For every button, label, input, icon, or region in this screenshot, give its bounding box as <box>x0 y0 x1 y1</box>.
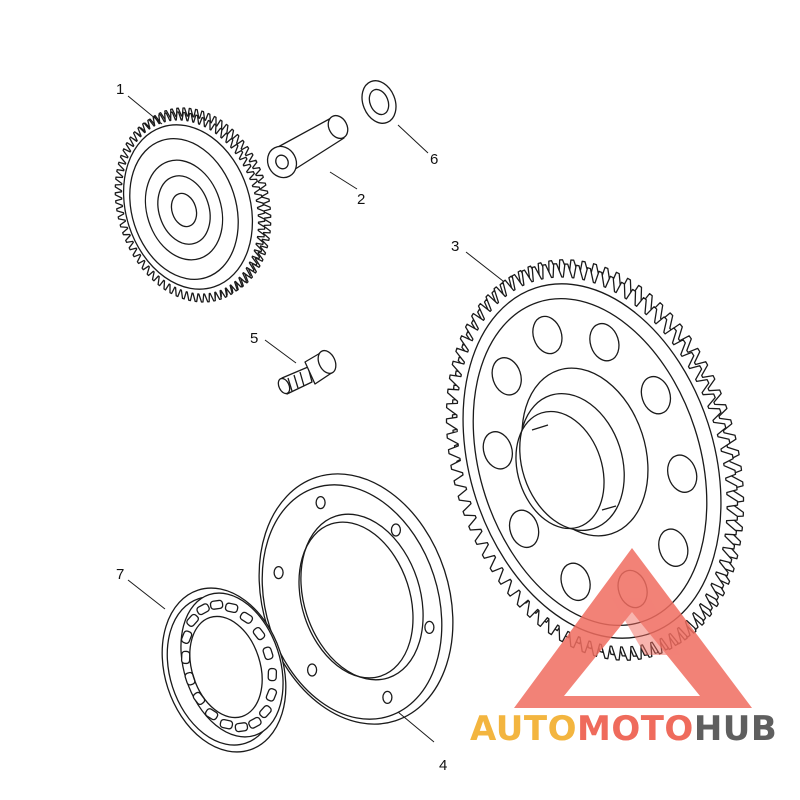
sprag-roller <box>267 667 278 682</box>
sprag-roller <box>258 705 272 719</box>
leader-lines <box>127 95 504 743</box>
sprag-roller <box>180 650 191 665</box>
callout-4: 4 <box>439 757 447 774</box>
lightening-hole <box>666 454 698 493</box>
bolt-hole <box>315 495 326 510</box>
watermark-hub: HUB <box>693 709 778 749</box>
lightening-hole <box>532 315 563 355</box>
sprag-roller <box>196 603 210 616</box>
part-6-washer <box>361 80 397 124</box>
lightening-hole <box>640 375 672 415</box>
sprag-roller <box>239 611 254 624</box>
bolt-hole <box>382 690 393 705</box>
sprag-roller <box>186 613 200 627</box>
sprag-roller <box>224 602 239 614</box>
sprag-roller <box>180 630 193 645</box>
part-3-driven-gear <box>445 259 745 661</box>
bolt-hole <box>390 523 402 537</box>
sprag-roller <box>265 687 278 702</box>
callout-3: 3 <box>451 238 459 255</box>
callout-7: 7 <box>116 566 124 583</box>
watermark-moto: MOTO <box>576 709 694 749</box>
watermark-triangle-logo <box>514 548 752 708</box>
callout-5: 5 <box>250 330 258 347</box>
lightening-hole <box>560 562 591 602</box>
watermark-auto: AUTO <box>470 709 577 749</box>
bolt-hole <box>273 565 284 580</box>
callout-2: 2 <box>357 191 365 208</box>
lightening-hole <box>482 431 514 470</box>
sprag-roller <box>204 708 219 721</box>
lightening-hole <box>508 509 540 549</box>
sprag-roller <box>234 722 249 733</box>
sprag-roller <box>262 646 274 661</box>
part-7-one-way-clutch <box>161 587 287 753</box>
lightening-hole <box>491 357 522 396</box>
sprag-roller <box>209 599 224 610</box>
part-2-shaft <box>266 114 349 179</box>
part-5-bolt <box>277 349 337 395</box>
sprag-roller <box>248 716 262 729</box>
callout-1: 1 <box>116 81 124 98</box>
part-1-idler-gear <box>114 107 272 303</box>
bolt-hole <box>424 620 435 635</box>
bolt-hole <box>306 663 318 677</box>
sprag-roller <box>219 718 234 730</box>
lightening-hole <box>589 322 620 362</box>
callout-6: 6 <box>430 151 438 168</box>
lightening-hole <box>658 528 689 567</box>
sprag-roller <box>252 626 266 641</box>
watermark-logo-text: AUTOMOTOHUB <box>470 712 777 746</box>
part-4-clutch-plate <box>258 473 454 725</box>
